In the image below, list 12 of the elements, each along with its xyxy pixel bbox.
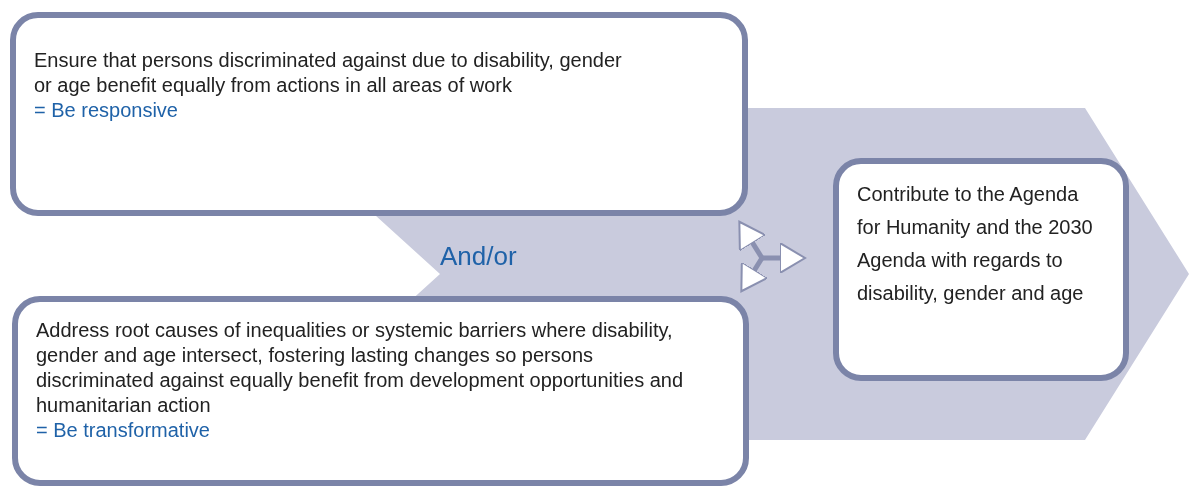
body-text: Address root causes of inequalities or systemic barriers where disability, gender and age intersect, fostering lasting changes so persons discriminated against equally benefit from development opportunities and humanitarian action (36, 318, 685, 418)
arrow (762, 242, 806, 274)
text-box (833, 158, 1129, 381)
body-text: Ensure that persons discriminated against due to disability, gender or age benefit equally from actions in all areas of work (34, 48, 623, 98)
body-text: Contribute to the Agenda for Humanity and the 2030 Agenda with regards to disability, gender and age (857, 182, 1094, 306)
connector-label: And/or (440, 240, 517, 272)
summary-text: = Be transformative (36, 418, 211, 443)
summary-text: = Be responsive (34, 98, 179, 123)
text-box (10, 12, 748, 216)
arrow (738, 220, 767, 260)
text-box (12, 296, 749, 486)
arrow (740, 256, 769, 293)
